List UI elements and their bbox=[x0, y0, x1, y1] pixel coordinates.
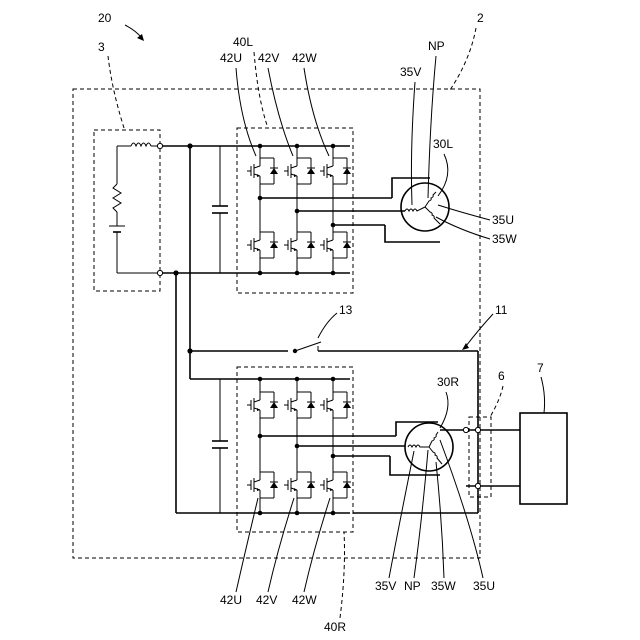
capacitor-icon bbox=[212, 146, 228, 273]
dc-bus bbox=[163, 146, 478, 513]
diode-icon bbox=[270, 168, 278, 174]
external-device-box bbox=[520, 413, 567, 504]
battery-icon bbox=[109, 226, 125, 232]
diode-icon bbox=[307, 482, 315, 488]
housing-leader bbox=[450, 28, 476, 90]
diode-icon bbox=[270, 402, 278, 408]
switch-icon bbox=[288, 342, 321, 354]
neutral-point-label: NP bbox=[428, 39, 445, 53]
coil-v-bottom-label: 35V bbox=[375, 579, 396, 593]
diode-icon bbox=[343, 168, 351, 174]
arm-w-bottom-label: 42W bbox=[292, 593, 317, 607]
stator-coils-left bbox=[405, 192, 440, 224]
inductor-icon bbox=[131, 143, 151, 146]
system-label: 20 bbox=[98, 11, 112, 25]
power-source-box bbox=[94, 130, 160, 291]
diode-icon bbox=[307, 242, 315, 248]
diode-icon bbox=[343, 402, 351, 408]
motor-left-label: 30L bbox=[433, 137, 453, 151]
motor-right-label: 30R bbox=[437, 375, 459, 389]
diode-icon bbox=[343, 482, 351, 488]
arm-w-top-label: 42W bbox=[292, 51, 317, 65]
diode-icon bbox=[270, 242, 278, 248]
arm-u-top-label: 42U bbox=[220, 51, 242, 65]
neutral-point-bottom-label: NP bbox=[404, 579, 421, 593]
stator-coils-right bbox=[408, 432, 442, 464]
neutral-line-label: 11 bbox=[495, 303, 508, 317]
external-device-label: 7 bbox=[537, 361, 544, 375]
resistor-icon bbox=[113, 184, 121, 212]
coil-v-label: 35V bbox=[400, 65, 421, 79]
arm-v-top-label: 42V bbox=[258, 51, 279, 65]
coil-w-label: 35W bbox=[492, 232, 517, 246]
diode-icon bbox=[343, 242, 351, 248]
diode-icon bbox=[307, 168, 315, 174]
curved-arrow-icon bbox=[125, 25, 144, 41]
connector-label: 6 bbox=[498, 369, 505, 383]
housing-label: 2 bbox=[477, 11, 484, 25]
switch-label: 13 bbox=[339, 303, 353, 317]
diode-icon bbox=[307, 402, 315, 408]
arm-u-bottom-label: 42U bbox=[220, 593, 242, 607]
coil-u-bottom-label: 35U bbox=[473, 579, 495, 593]
coil-w-bottom-label: 35W bbox=[431, 579, 456, 593]
coil-u-label: 35U bbox=[492, 213, 514, 227]
inverter-right-label: 40R bbox=[324, 620, 346, 634]
power-source-label: 3 bbox=[98, 40, 105, 54]
inverter-left-label: 40L bbox=[233, 35, 253, 49]
arm-v-bottom-label: 42V bbox=[256, 593, 277, 607]
power-source-leader bbox=[108, 56, 124, 128]
diode-icon bbox=[270, 482, 278, 488]
capacitor-icon bbox=[212, 379, 228, 513]
